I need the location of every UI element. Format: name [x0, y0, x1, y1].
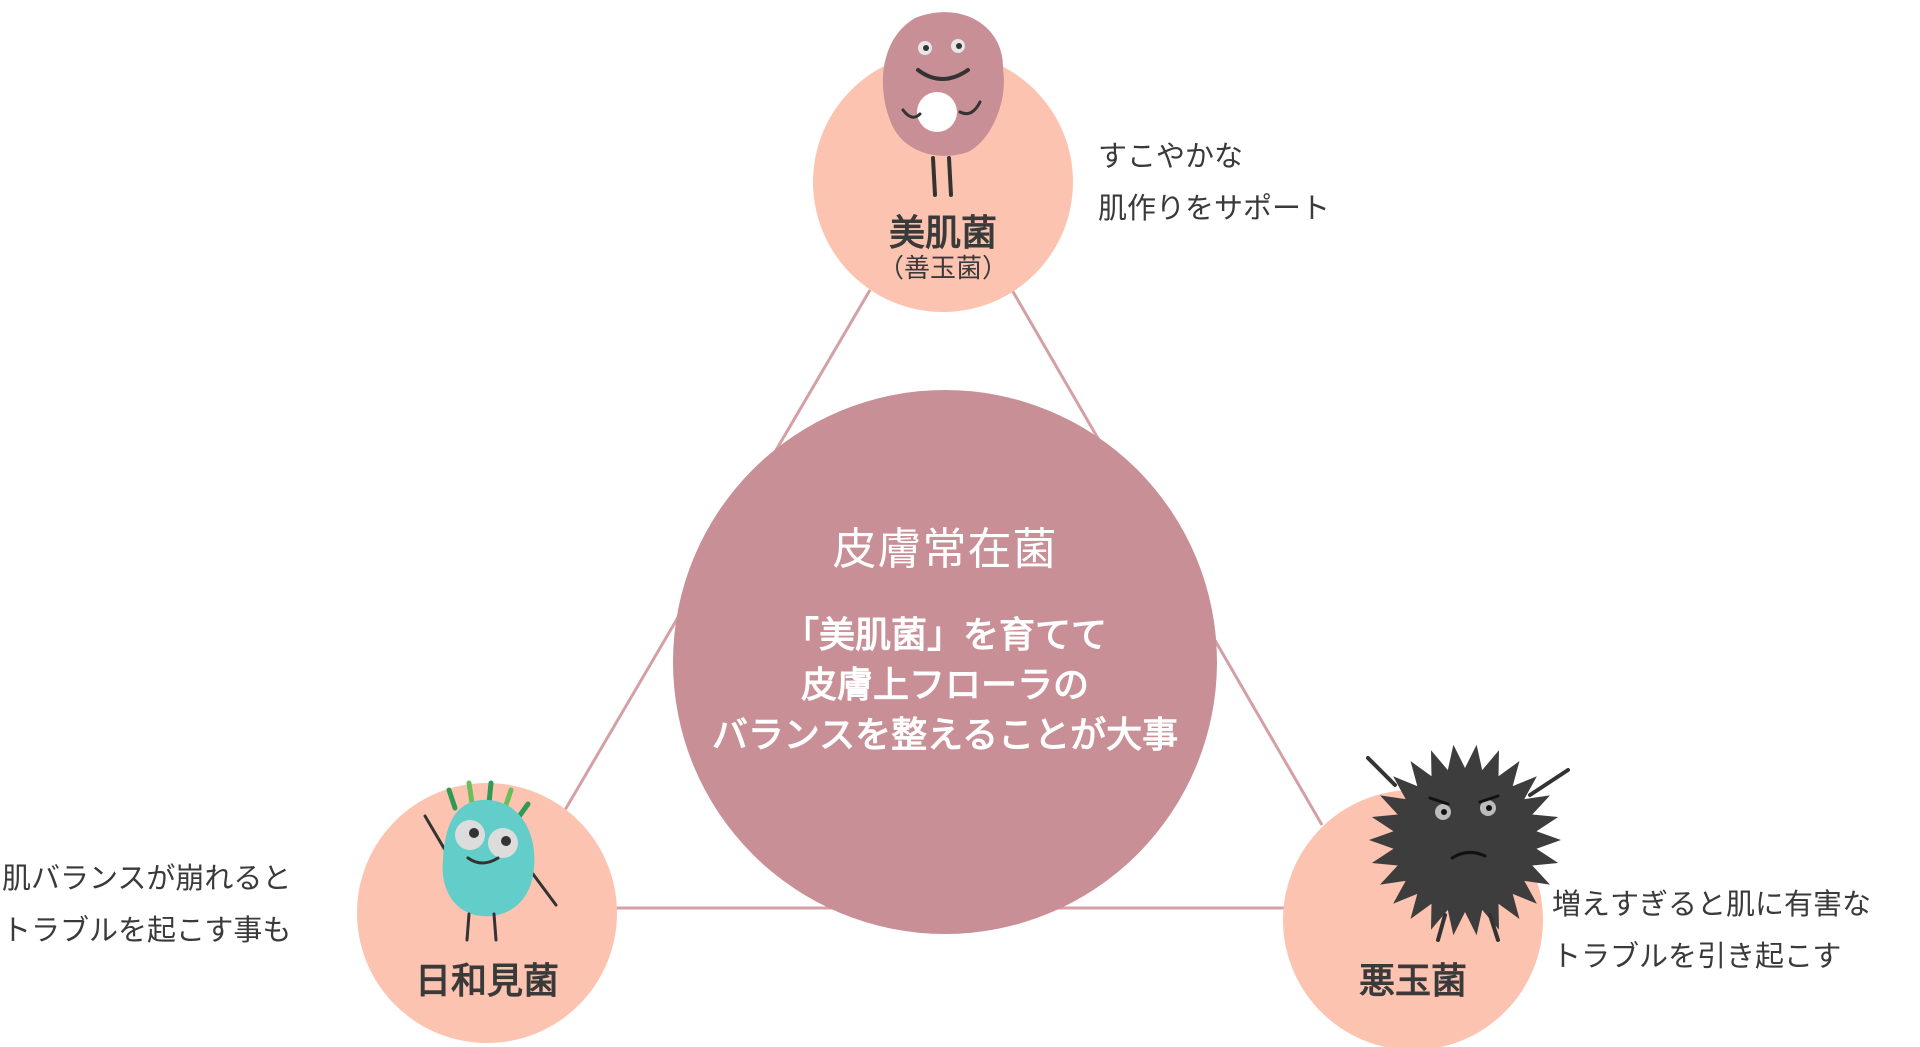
- node-name-right: 悪玉菌: [1358, 961, 1468, 1002]
- node-description-top: すこやかな 肌作りをサポート: [1098, 130, 1330, 234]
- center-message-line: 「美肌菌」を育てて: [782, 615, 1107, 656]
- center-message-line: バランスを整えることが大事: [711, 715, 1179, 756]
- node-circle-top: [813, 52, 1073, 312]
- node-name-top: 美肌菌: [888, 213, 998, 254]
- description-line: すこやかな: [1098, 139, 1244, 173]
- description-line: トラブルを起こす事も: [2, 913, 292, 947]
- node-description-left: 肌バランスが崩れると トラブルを起こす事も: [2, 852, 291, 956]
- center-circle: [673, 390, 1217, 934]
- neutral-bacteria-illustration: [423, 780, 558, 942]
- node-description-right: 増えすぎると肌に有害な トラブルを引き起こす: [1552, 878, 1871, 982]
- good-bacteria-illustration: [882, 12, 1004, 197]
- bad-bacteria-illustration: [1366, 744, 1570, 942]
- node-subtitle-top: （善玉菌）: [877, 254, 1009, 284]
- description-line: 肌バランスが崩れると: [2, 861, 292, 895]
- center-message: 「美肌菌」を育てて 皮膚上フローラの バランスを整えることが大事: [675, 611, 1215, 761]
- description-line: トラブルを引き起こす: [1552, 939, 1842, 973]
- description-line: 増えすぎると肌に有害な: [1552, 887, 1872, 921]
- description-line: 肌作りをサポート: [1098, 191, 1331, 225]
- center-title: 皮膚常在菌: [832, 524, 1058, 575]
- node-name-left: 日和見菌: [414, 961, 560, 1002]
- center-message-line: 皮膚上フローラの: [800, 665, 1089, 706]
